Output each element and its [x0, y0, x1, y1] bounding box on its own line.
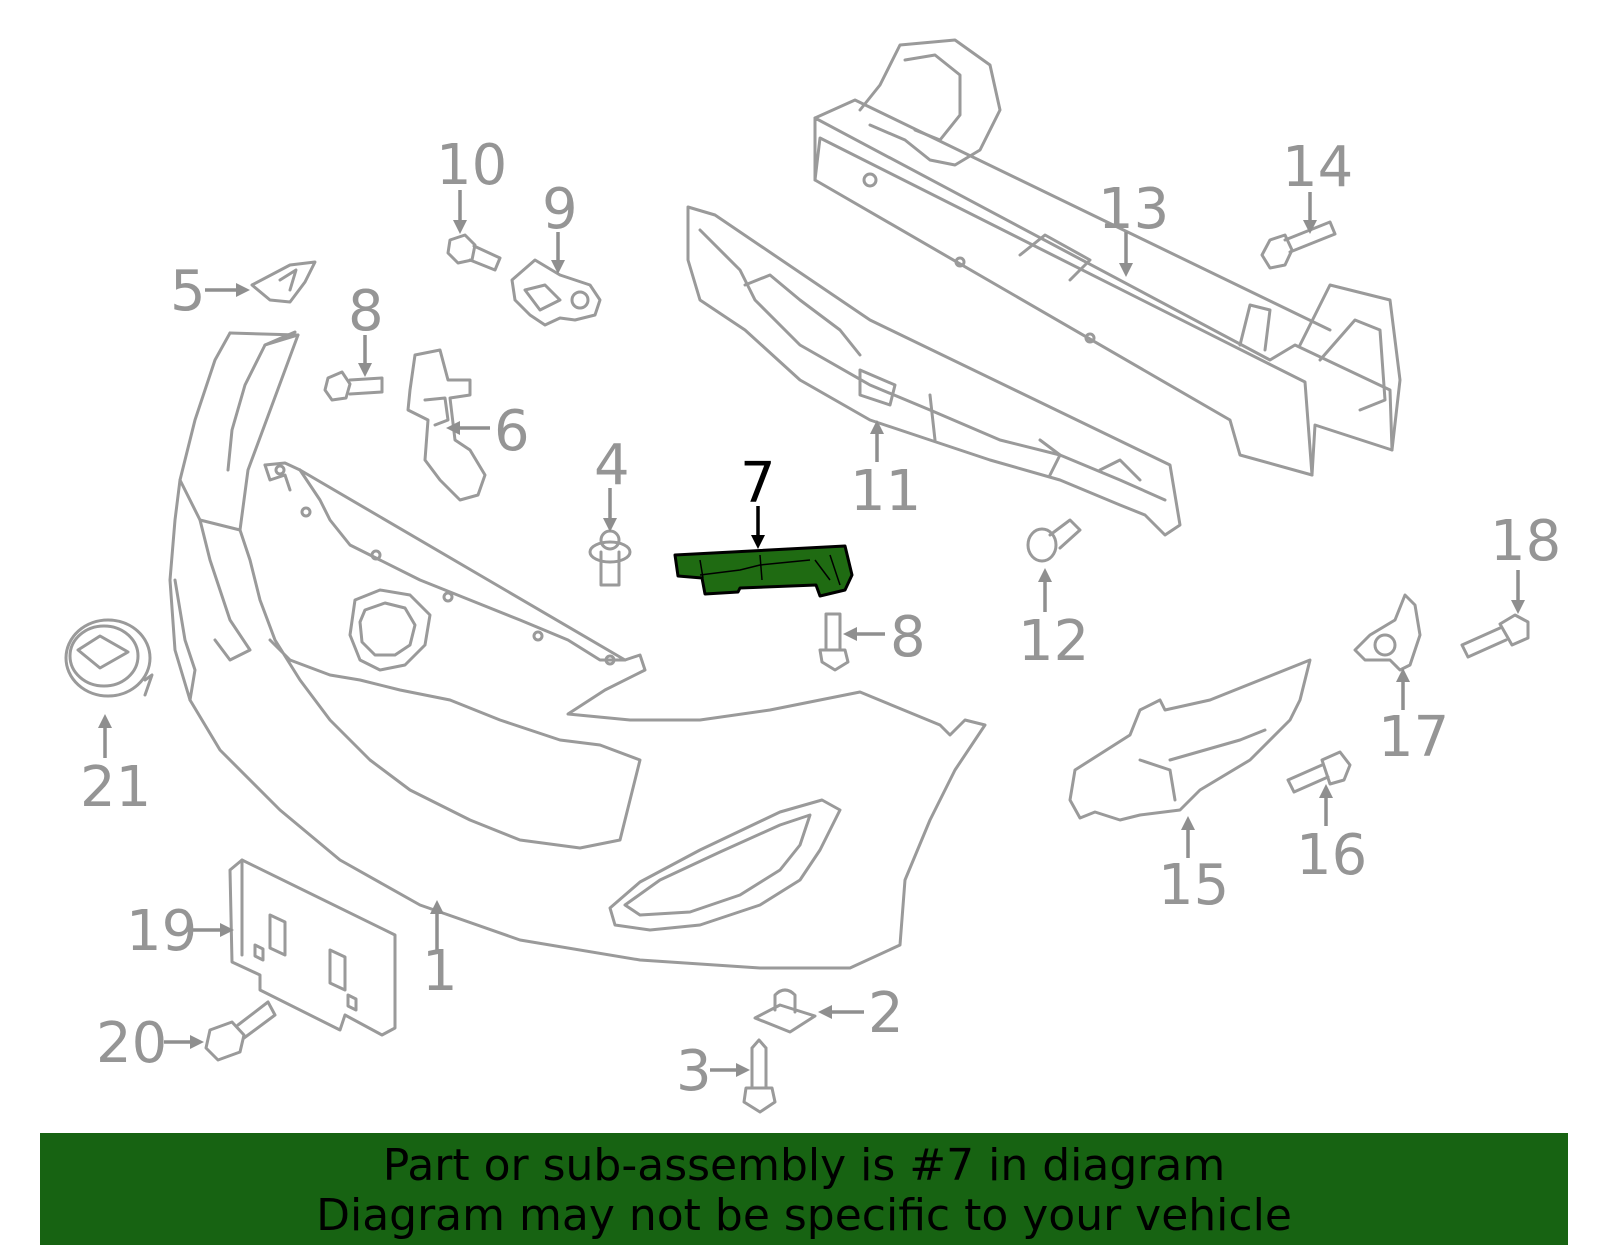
- callout-numbers: 1 2 3 4 5 6 7 8 8 9 10 11 12 13 14 15 16…: [80, 133, 1561, 1104]
- part-10-bolt[interactable]: [446, 233, 502, 272]
- callout-11: 11: [850, 459, 921, 524]
- callout-4: 4: [594, 433, 630, 498]
- banner-line-2: Diagram may not be specific to your vehi…: [316, 1190, 1292, 1241]
- callout-2: 2: [868, 981, 904, 1046]
- callout-3: 3: [676, 1039, 712, 1104]
- part-6-side-bracket[interactable]: [406, 348, 487, 502]
- callout-15: 15: [1158, 853, 1229, 918]
- part-1-bumper-cover[interactable]: [168, 330, 987, 970]
- callout-1: 1: [422, 939, 458, 1004]
- callout-16: 16: [1296, 823, 1367, 888]
- callout-17: 17: [1378, 705, 1449, 770]
- callout-10: 10: [436, 133, 507, 198]
- callout-8-upper: 8: [348, 279, 384, 344]
- callout-14: 14: [1282, 135, 1353, 200]
- callout-13: 13: [1098, 177, 1169, 242]
- callout-20: 20: [96, 1011, 167, 1076]
- part-16-bolt[interactable]: [1286, 750, 1352, 794]
- part-5-clip[interactable]: [250, 260, 317, 304]
- callout-5: 5: [170, 259, 206, 324]
- callout-8-lower: 8: [890, 605, 926, 670]
- part-17-bracket[interactable]: [1353, 593, 1422, 672]
- part-11-energy-absorber[interactable]: [686, 205, 1182, 537]
- info-banner: Part or sub-assembly is #7 in diagram Di…: [40, 1133, 1568, 1245]
- part-19-license-plate-bracket[interactable]: [228, 858, 397, 1037]
- part-14-bolt[interactable]: [1260, 220, 1337, 270]
- callout-9: 9: [542, 177, 578, 242]
- callout-6: 6: [494, 399, 530, 464]
- callout-arrows: [98, 190, 1525, 1077]
- part-4-push-pin[interactable]: [588, 529, 632, 587]
- callout-19: 19: [126, 899, 197, 964]
- part-15-fog-lamp-bracket[interactable]: [1068, 658, 1312, 822]
- part-2-nut[interactable]: [753, 988, 817, 1034]
- part-21-emblem[interactable]: [64, 618, 154, 698]
- part-7-bracket-highlighted[interactable]: [673, 544, 854, 598]
- banner-line-1: Part or sub-assembly is #7 in diagram: [382, 1140, 1226, 1191]
- part-13-bumper-reinforcement[interactable]: [813, 38, 1402, 477]
- callout-12: 12: [1018, 609, 1089, 674]
- part-12-push-clip[interactable]: [1026, 518, 1082, 563]
- part-9-bracket[interactable]: [510, 258, 602, 327]
- part-18-bolt[interactable]: [1460, 613, 1530, 659]
- part-8-bolt-upper[interactable]: [323, 370, 384, 402]
- part-20-bolt[interactable]: [204, 1000, 277, 1062]
- callout-7: 7: [740, 451, 776, 516]
- callout-21: 21: [80, 755, 151, 820]
- part-8-bolt-lower[interactable]: [818, 612, 850, 672]
- callout-18: 18: [1490, 509, 1561, 574]
- part-3-bolt[interactable]: [742, 1038, 777, 1114]
